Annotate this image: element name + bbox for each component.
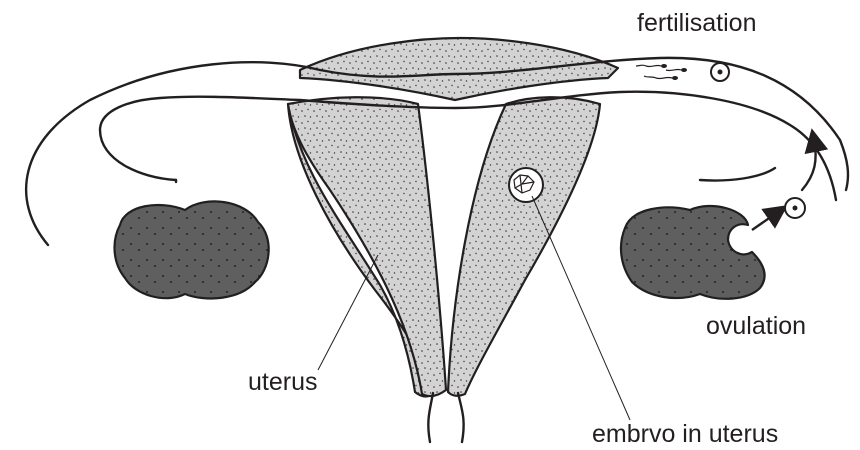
fertilisation-label: fertilisation: [637, 9, 757, 37]
ovary-left: [115, 201, 269, 298]
cervix-right: [458, 393, 464, 442]
sperm-icon: [636, 64, 687, 80]
uterus-label: uterus: [248, 368, 317, 396]
uterus-right-wall: [448, 97, 600, 396]
fertilised-egg-icon: [711, 63, 729, 81]
uterus-leader-line: [318, 255, 378, 370]
embryo-leader-line: [532, 196, 630, 420]
ovulation-label: ovulation: [706, 312, 806, 340]
fallopian-tube-inner: [100, 92, 836, 200]
cervix-left: [428, 393, 433, 442]
egg-icon: [785, 198, 805, 218]
ovary-right: [621, 206, 765, 299]
embryo-label: embrvo in uterus: [592, 420, 778, 448]
fallopian-tube-right-end: [700, 168, 775, 181]
uterus-fundus: [300, 38, 618, 100]
ovulation-arrow-icon: [752, 212, 778, 230]
uterus-left-inner: [288, 97, 446, 396]
embryo-icon: [509, 168, 543, 202]
